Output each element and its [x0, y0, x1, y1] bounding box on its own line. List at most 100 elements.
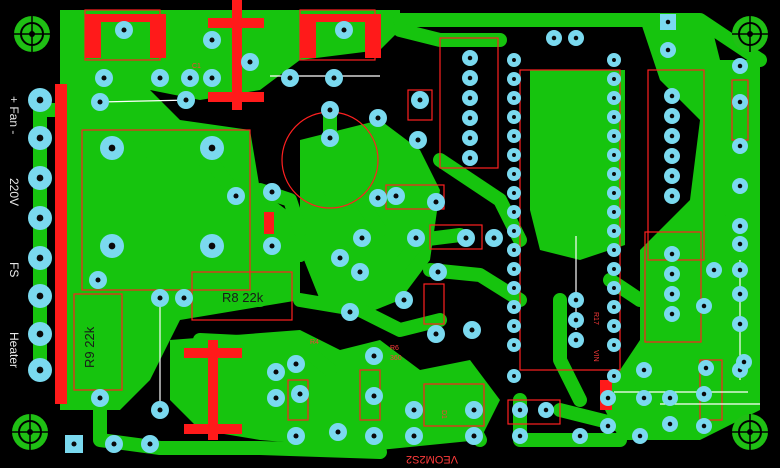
pad [100, 136, 124, 160]
pad [732, 218, 748, 234]
r6-label: R6 [390, 345, 399, 352]
pad [351, 263, 369, 281]
pad [465, 401, 483, 419]
pad [369, 109, 387, 127]
pad [465, 427, 483, 445]
resistor-outline-4 [407, 89, 433, 121]
pad [28, 322, 52, 346]
pad [28, 88, 52, 112]
pad [387, 187, 405, 205]
pad [291, 385, 309, 403]
header-bottom-outline [644, 231, 702, 343]
pad [732, 138, 748, 154]
pad [177, 91, 195, 109]
pad [369, 189, 387, 207]
pad [457, 229, 475, 247]
pad [607, 281, 621, 295]
pad [607, 186, 621, 200]
pad [607, 262, 621, 276]
pad [660, 42, 676, 58]
r8-label: R8 22k [222, 290, 264, 305]
pad [507, 91, 521, 105]
mount-hole [12, 414, 48, 450]
pad [200, 136, 224, 160]
pad [175, 289, 193, 307]
pad [281, 69, 299, 87]
pad [241, 53, 259, 71]
pad [607, 243, 621, 257]
pad [664, 88, 680, 104]
pad [411, 91, 429, 109]
pad [462, 50, 478, 66]
pad [462, 90, 478, 106]
pad [706, 262, 722, 278]
pad [507, 369, 521, 383]
pad [89, 271, 107, 289]
pad [546, 30, 562, 46]
pad [462, 130, 478, 146]
ic-outline [519, 69, 621, 371]
chip-outline-2 [429, 224, 483, 250]
volt-label: 220V [7, 178, 21, 206]
r17-label: R17 [592, 312, 599, 325]
pad [105, 435, 123, 453]
pad [151, 401, 169, 419]
pad [732, 286, 748, 302]
pad [512, 428, 528, 444]
pad [662, 416, 678, 432]
pad [263, 183, 281, 201]
pad [696, 298, 712, 314]
pad [732, 94, 748, 110]
pad [28, 126, 52, 150]
resistor-outline-5 [423, 283, 445, 325]
copper-pour-right [600, 20, 760, 440]
pad [462, 70, 478, 86]
pad [95, 69, 113, 87]
pad [607, 224, 621, 238]
pad [507, 186, 521, 200]
pad [507, 224, 521, 238]
pad [263, 237, 281, 255]
pad [662, 390, 678, 406]
pad [507, 167, 521, 181]
pad [607, 338, 621, 352]
copper-layer [60, 10, 760, 450]
pad [427, 325, 445, 343]
resistor-outline-6 [287, 379, 309, 421]
header-left-outline [439, 37, 499, 169]
pad [115, 21, 133, 39]
pad [429, 263, 447, 281]
pad [732, 58, 748, 74]
pad [664, 128, 680, 144]
pad [507, 319, 521, 333]
silk-bars [55, 0, 612, 440]
pad [664, 266, 680, 282]
pad [28, 206, 52, 230]
pad [512, 402, 528, 418]
pad [732, 262, 748, 278]
d1-label: D1 [440, 410, 447, 419]
pad [405, 401, 423, 419]
pad [632, 428, 648, 444]
pad [568, 292, 584, 308]
pad [660, 14, 676, 30]
pad [664, 148, 680, 164]
pad [485, 229, 503, 247]
pad [732, 178, 748, 194]
pad [507, 110, 521, 124]
pad [507, 72, 521, 86]
pad [636, 390, 652, 406]
pad [568, 30, 584, 46]
pad [287, 427, 305, 445]
pad [664, 108, 680, 124]
mount-hole [14, 16, 50, 52]
pad [607, 369, 621, 383]
pad [329, 423, 347, 441]
pad [181, 69, 199, 87]
relay-outline [81, 129, 251, 291]
pad [462, 150, 478, 166]
pad [91, 93, 109, 111]
r4-label: R4 [310, 339, 319, 346]
fan-label: + Fan - [7, 96, 21, 134]
